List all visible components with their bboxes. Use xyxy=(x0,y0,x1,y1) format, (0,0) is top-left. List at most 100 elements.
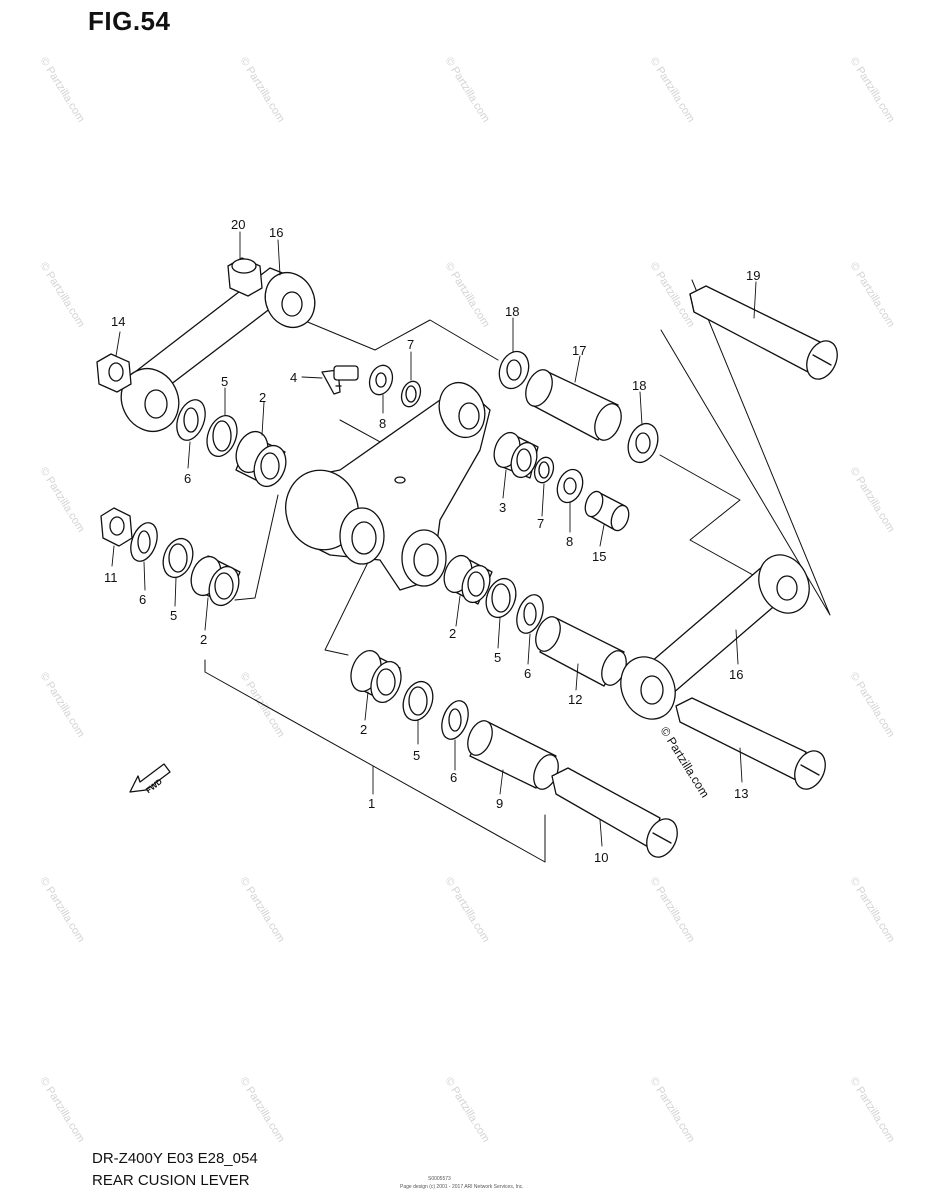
svg-text:© Partzilla.com: © Partzilla.com xyxy=(37,465,86,534)
callout-8: 8 xyxy=(566,534,573,549)
callout-10: 10 xyxy=(594,850,608,865)
callout-6: 6 xyxy=(450,770,457,785)
watermark: © Partzilla.com xyxy=(847,260,896,329)
callout-17: 17 xyxy=(572,343,586,358)
watermark: © Partzilla.com xyxy=(237,670,286,739)
nut-20 xyxy=(227,257,263,297)
watermark: © Partzilla.com xyxy=(647,260,696,329)
grease-nipple xyxy=(321,365,359,395)
seal-7-upper xyxy=(400,380,422,408)
callout-5: 5 xyxy=(413,748,420,763)
lower-link-rod xyxy=(620,554,810,720)
washer-8-right xyxy=(556,468,584,504)
watermark: © Partzilla.com xyxy=(237,55,286,124)
svg-text:© Partzilla.com: © Partzilla.com xyxy=(647,55,696,124)
watermark: © Partzilla.com xyxy=(237,1075,286,1144)
watermark: © Partzilla.com xyxy=(647,55,696,124)
seal-5-left-upper xyxy=(206,415,238,457)
small-print-copyright: Page design (c) 2001 - 2017 ARI Network … xyxy=(400,1184,524,1190)
callout-11: 11 xyxy=(104,570,118,585)
seal-5-right-middle xyxy=(485,577,517,619)
svg-text:© Partzilla.com: © Partzilla.com xyxy=(237,875,286,944)
callout-5: 5 xyxy=(170,608,177,623)
svg-text:© Partzilla.com: © Partzilla.com xyxy=(442,1075,491,1144)
callout-7: 7 xyxy=(537,516,544,531)
copyright-mark: © Partzilla.com xyxy=(657,724,712,800)
svg-text:© Partzilla.com: © Partzilla.com xyxy=(442,875,491,944)
callout-6: 6 xyxy=(139,592,146,607)
callout-16: 16 xyxy=(729,667,743,682)
watermark: © Partzilla.com xyxy=(37,670,86,739)
watermark: © Partzilla.com xyxy=(647,875,696,944)
washer-6-right-middle xyxy=(516,594,544,634)
svg-text:© Partzilla.com: © Partzilla.com xyxy=(647,1075,696,1144)
washer-6-left-upper xyxy=(176,399,206,441)
seal-5-left-lower xyxy=(162,537,194,579)
callout-6: 6 xyxy=(184,471,191,486)
leader-lines xyxy=(111,231,757,847)
bearing-3 xyxy=(493,431,539,479)
svg-text:© Partzilla.com: © Partzilla.com xyxy=(647,875,696,944)
svg-text:© Partzilla.com: © Partzilla.com xyxy=(847,465,896,534)
callout-3: 3 xyxy=(499,500,506,515)
callout-6: 6 xyxy=(524,666,531,681)
callout-19: 19 xyxy=(746,268,760,283)
callout-8: 8 xyxy=(379,416,386,431)
washer-6-left-lower xyxy=(130,522,158,562)
svg-text:© Partzilla.com: © Partzilla.com xyxy=(37,875,86,944)
callout-7: 7 xyxy=(407,337,414,352)
bearing-2-left-lower xyxy=(190,555,241,607)
svg-text:© Partzilla.com: © Partzilla.com xyxy=(37,55,86,124)
callout-2: 2 xyxy=(259,390,266,405)
svg-text:© Partzilla.com: © Partzilla.com xyxy=(442,260,491,329)
callout-16: 16 xyxy=(269,225,283,240)
nut-14 xyxy=(96,353,132,393)
bolt-13 xyxy=(675,697,826,790)
callout-14: 14 xyxy=(111,314,125,329)
watermark: © Partzilla.com xyxy=(847,875,896,944)
svg-text:© Partzilla.com: © Partzilla.com xyxy=(847,875,896,944)
watermark: © Partzilla.com xyxy=(442,55,491,124)
svg-text:© Partzilla.com: © Partzilla.com xyxy=(442,55,491,124)
washer-18-upper xyxy=(498,350,530,390)
callout-2: 2 xyxy=(360,722,367,737)
assembly-lines xyxy=(204,279,831,863)
figure-title: FIG.54 xyxy=(88,6,171,36)
model-code: DR-Z400Y E03 E28_054 xyxy=(92,1150,258,1167)
callout-12: 12 xyxy=(568,692,582,707)
spacer-17 xyxy=(525,369,622,441)
callout-2: 2 xyxy=(449,626,456,641)
figure-name: REAR CUSION LEVER xyxy=(92,1172,250,1189)
svg-text:© Partzilla.com: © Partzilla.com xyxy=(37,1075,86,1144)
callout-13: 13 xyxy=(734,786,748,801)
washer-6-lower xyxy=(441,700,469,740)
watermark: © Partzilla.com xyxy=(442,1075,491,1144)
bearing-2-lower xyxy=(350,650,402,703)
watermark: © Partzilla.com xyxy=(847,1075,896,1144)
callout-4: 4 xyxy=(290,370,297,385)
nut-11 xyxy=(100,507,133,547)
callout-1: 1 xyxy=(368,796,375,811)
svg-text:© Partzilla.com: © Partzilla.com xyxy=(237,670,286,739)
watermark: © Partzilla.com xyxy=(847,55,896,124)
svg-text:© Partzilla.com: © Partzilla.com xyxy=(647,260,696,329)
bolt-10 xyxy=(551,767,678,858)
svg-text:© Partzilla.com: © Partzilla.com xyxy=(37,670,86,739)
cushion-lever-body xyxy=(285,381,491,591)
callout-5: 5 xyxy=(494,650,501,665)
bearing-2-right-middle xyxy=(443,554,493,605)
washer-8-upper xyxy=(368,364,394,396)
watermark: © Partzilla.com xyxy=(847,465,896,534)
callout-18: 18 xyxy=(632,378,646,393)
callout-9: 9 xyxy=(496,796,503,811)
spacer-9 xyxy=(467,720,559,790)
watermark: © Partzilla.com xyxy=(37,875,86,944)
watermark: © Partzilla.com xyxy=(37,1075,86,1144)
svg-text:© Partzilla.com: © Partzilla.com xyxy=(237,55,286,124)
watermark: © Partzilla.com xyxy=(37,260,86,329)
watermark: © Partzilla.com xyxy=(442,875,491,944)
seal-5-lower xyxy=(402,680,434,722)
bearing-2-left-upper xyxy=(235,430,287,488)
watermark: © Partzilla.com xyxy=(647,1075,696,1144)
